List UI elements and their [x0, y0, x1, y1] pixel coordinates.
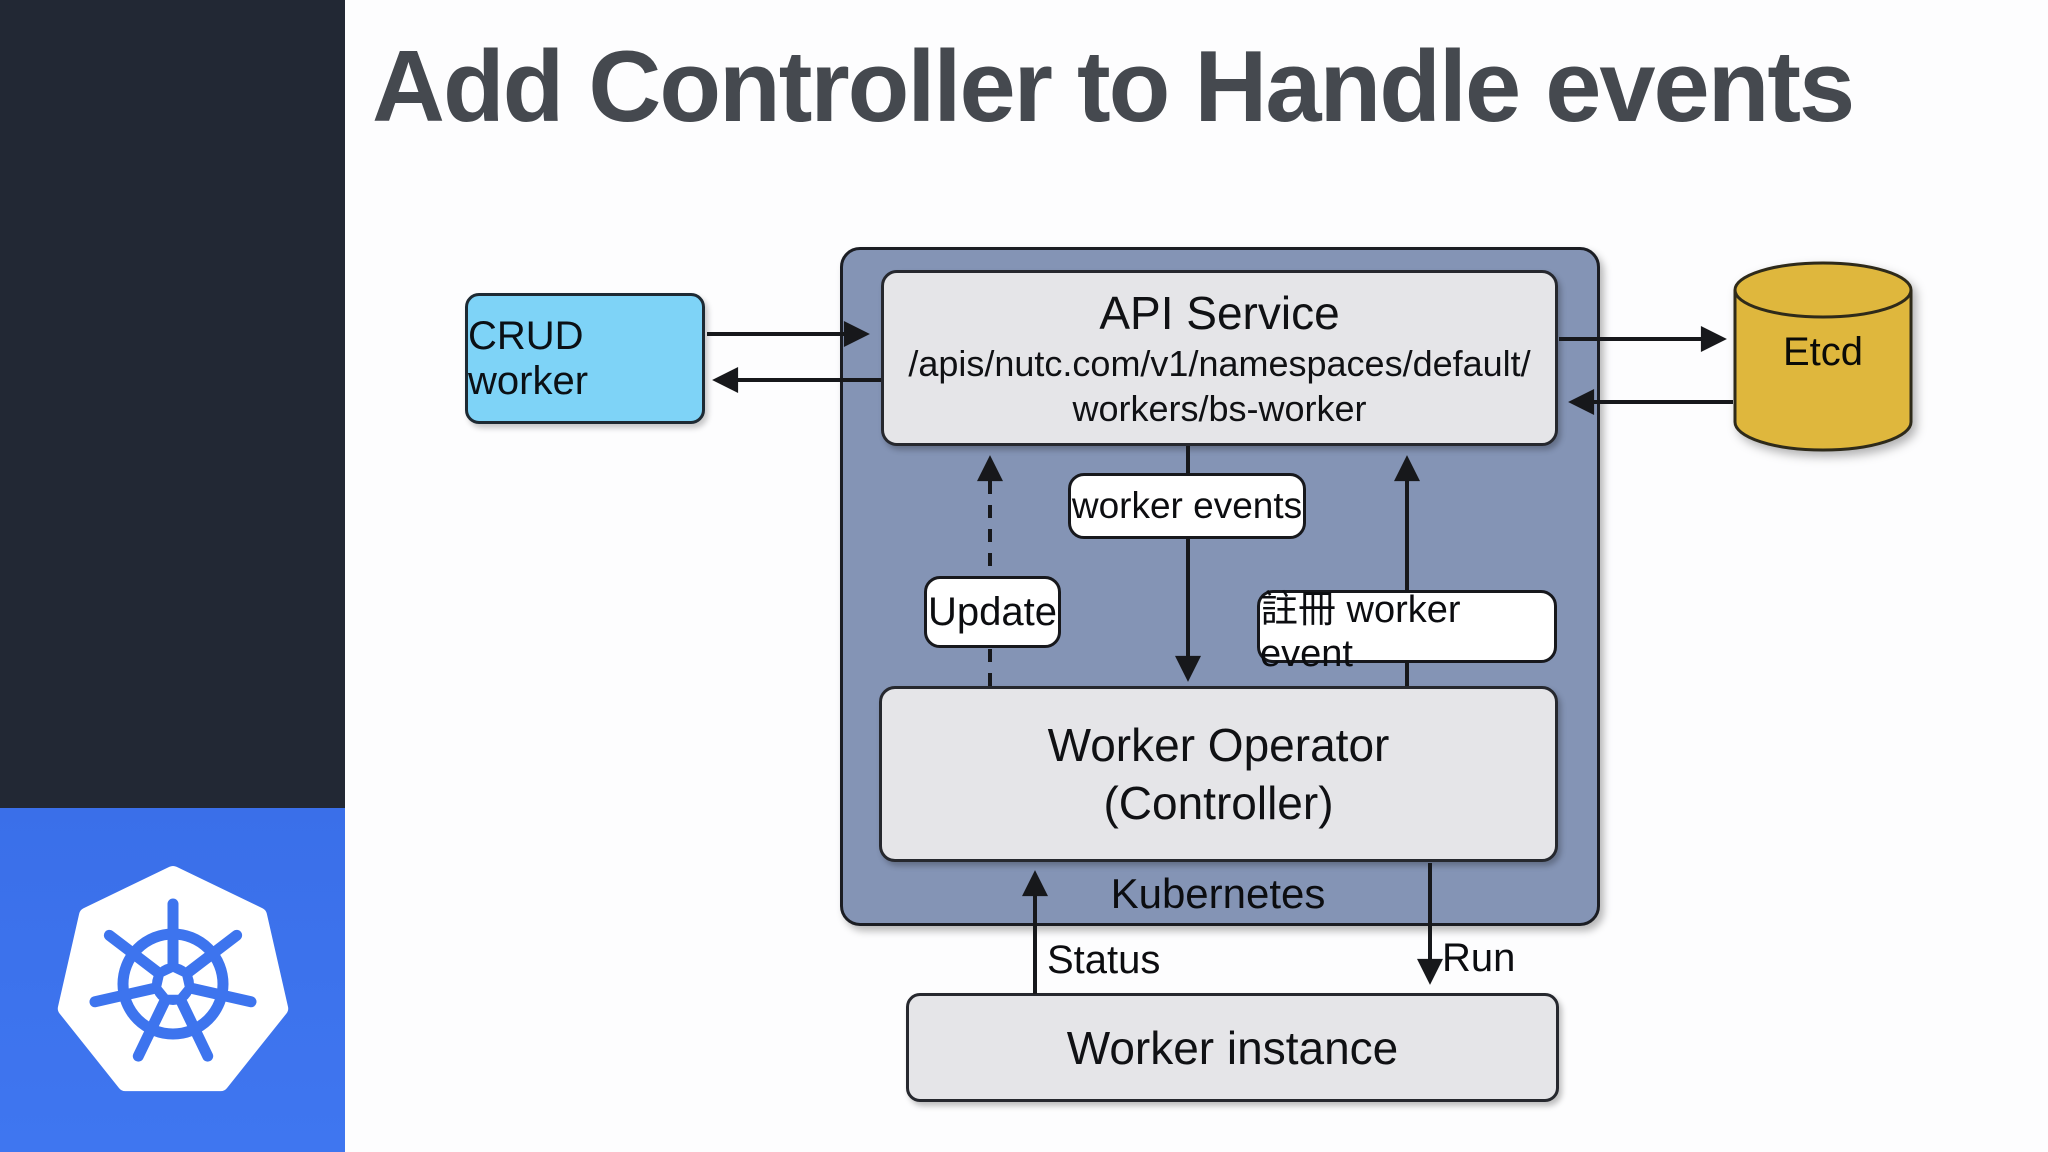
worker-operator-box: Worker Operator (Controller)	[879, 686, 1558, 862]
status-label: Status	[1047, 938, 1161, 982]
register-worker-event-label: 註冊 worker event	[1260, 588, 1461, 675]
kubernetes-logo-icon	[57, 866, 288, 1092]
etcd-label: Etcd	[1782, 330, 1864, 374]
register-worker-event-chip: 註冊 worker event	[1257, 589, 1557, 675]
kubernetes-container-label: Kubernetes	[1110, 870, 1326, 917]
api-service-path-line1: /apis/nutc.com/v1/namespaces/default/	[908, 343, 1531, 384]
crud-worker-box: CRUD worker	[465, 293, 705, 424]
page-title: Add Controller to Handle events	[372, 31, 1855, 143]
worker-operator-line1: Worker Operator	[1047, 719, 1390, 771]
api-service-box: API Service /apis/nutc.com/v1/namespaces…	[881, 270, 1558, 446]
update-label: Update	[928, 589, 1057, 634]
api-service-title: API Service	[1099, 287, 1340, 339]
worker-events-label: worker events	[1071, 485, 1303, 526]
crud-worker-label: CRUD worker	[468, 313, 589, 403]
worker-events-chip: worker events	[1068, 473, 1306, 539]
update-chip: Update	[924, 576, 1061, 648]
run-label: Run	[1442, 936, 1516, 980]
worker-operator-line2: (Controller)	[1103, 777, 1334, 829]
etcd-cylinder-icon	[1732, 260, 1914, 456]
api-service-path-line2: workers/bs-worker	[1072, 388, 1367, 429]
worker-instance-label: Worker instance	[1066, 1021, 1399, 1074]
sidebar-blue-panel	[0, 808, 345, 1152]
worker-instance-box: Worker instance	[906, 993, 1559, 1102]
sidebar-dark-panel	[0, 0, 345, 808]
